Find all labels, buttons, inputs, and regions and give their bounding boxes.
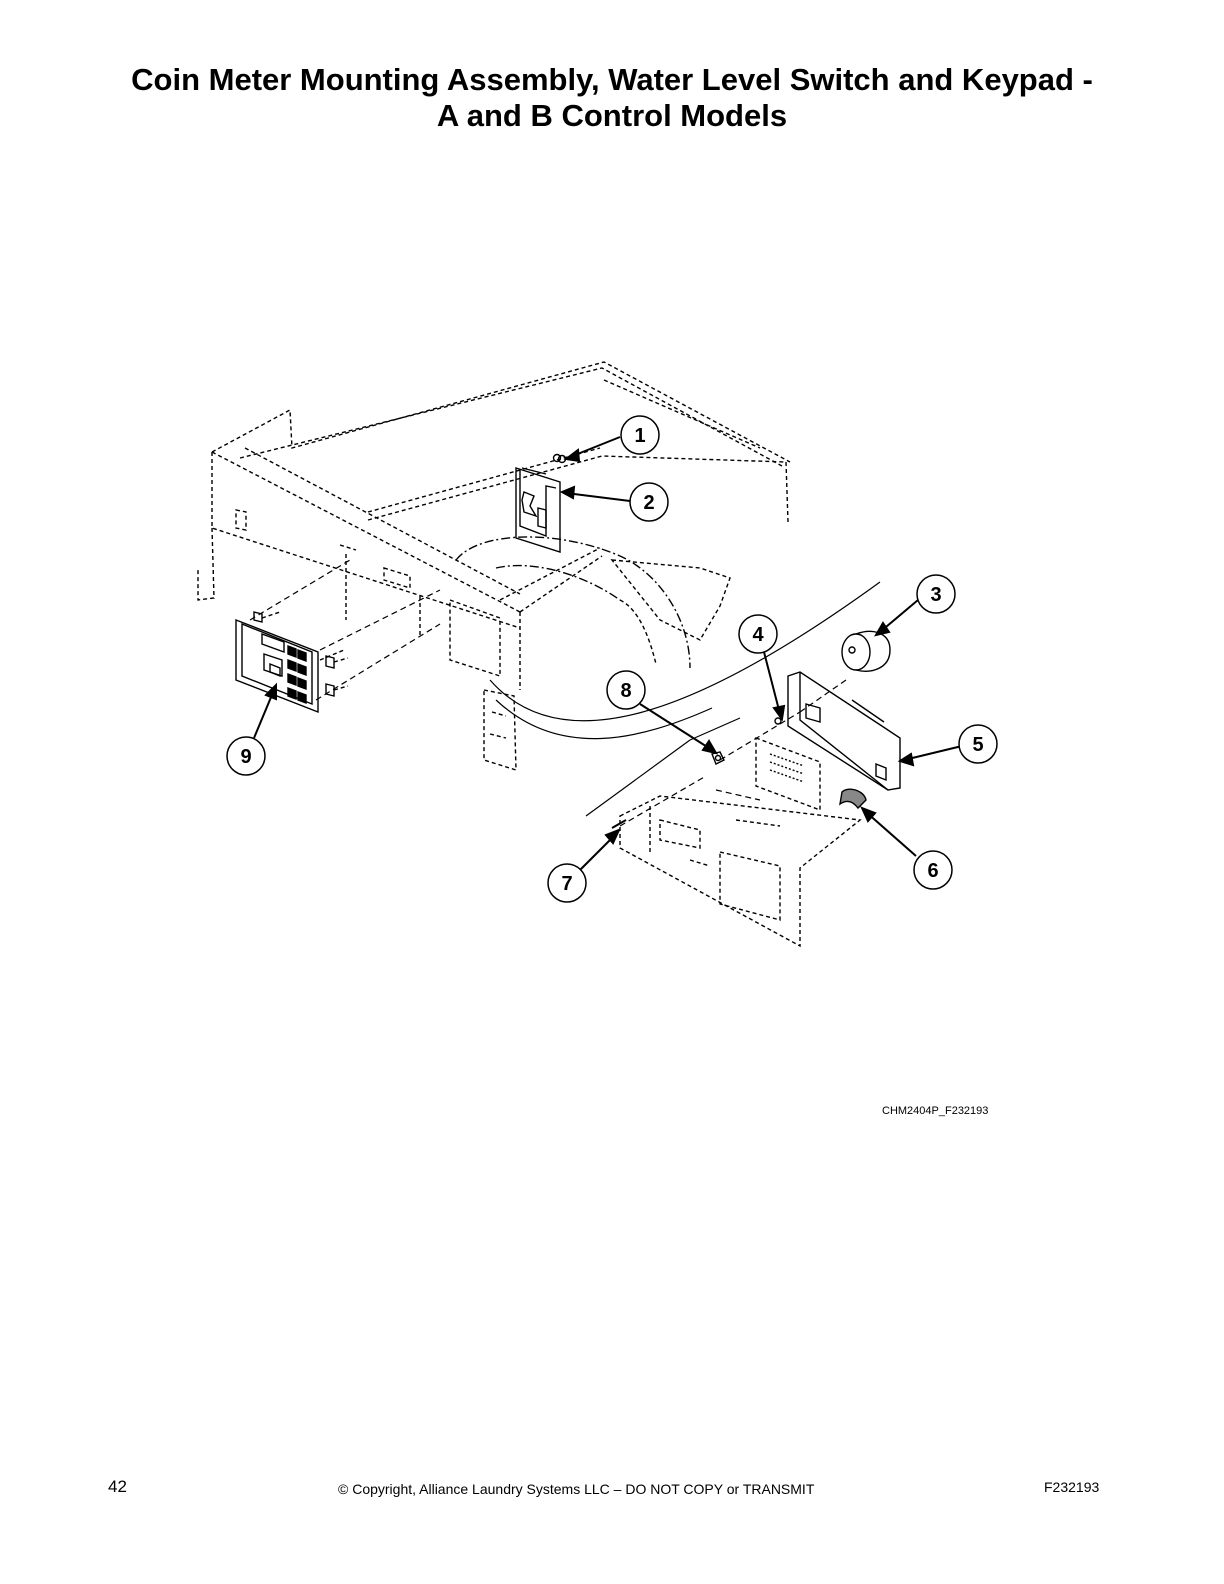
svg-text:4: 4: [752, 624, 764, 646]
svg-text:6: 6: [927, 860, 938, 882]
title-line-2: A and B Control Models: [436, 98, 788, 133]
page-number: 42: [108, 1477, 127, 1496]
callout-8: 8: [606, 670, 646, 710]
control-board: [755, 736, 821, 812]
svg-text:1: 1: [634, 425, 645, 447]
svg-text:2: 2: [643, 492, 654, 514]
cabinet-outline: [197, 361, 791, 771]
callout-6: 6: [913, 850, 953, 890]
svg-text:9: 9: [240, 746, 251, 768]
screw-part-7: [611, 819, 627, 829]
callout-2: 2: [629, 482, 669, 522]
washer-part-4: [774, 717, 782, 725]
callout-1: 1: [620, 415, 660, 455]
water-level-switch: [841, 630, 891, 672]
control-housing: [787, 671, 901, 791]
coin-meter-bracket: [515, 467, 561, 553]
callout-9: 9: [226, 736, 266, 776]
svg-text:7: 7: [561, 873, 572, 895]
svg-text:8: 8: [620, 680, 631, 702]
harness-clip: [839, 788, 867, 810]
lower-control-panel: [619, 795, 862, 948]
nut-part-8: [711, 751, 725, 765]
copyright-notice: © Copyright, Alliance Laundry Systems LL…: [338, 1481, 815, 1497]
svg-text:3: 3: [930, 584, 941, 606]
callout-7: 7: [547, 863, 587, 903]
title-line-1: Coin Meter Mounting Assembly, Water Leve…: [131, 62, 1093, 97]
callout-4: 4: [738, 614, 778, 654]
leader-lines: [253, 436, 963, 871]
page-title: Coin Meter Mounting Assembly, Water Leve…: [60, 62, 1164, 134]
svg-text:5: 5: [972, 734, 983, 756]
callout-3: 3: [916, 574, 956, 614]
keypad: [235, 611, 349, 714]
solid-parts: [235, 453, 901, 829]
document-code: F232193: [1044, 1479, 1100, 1495]
figure-id: CHM2404P_F232193: [882, 1105, 989, 1117]
callout-5: 5: [958, 724, 998, 764]
